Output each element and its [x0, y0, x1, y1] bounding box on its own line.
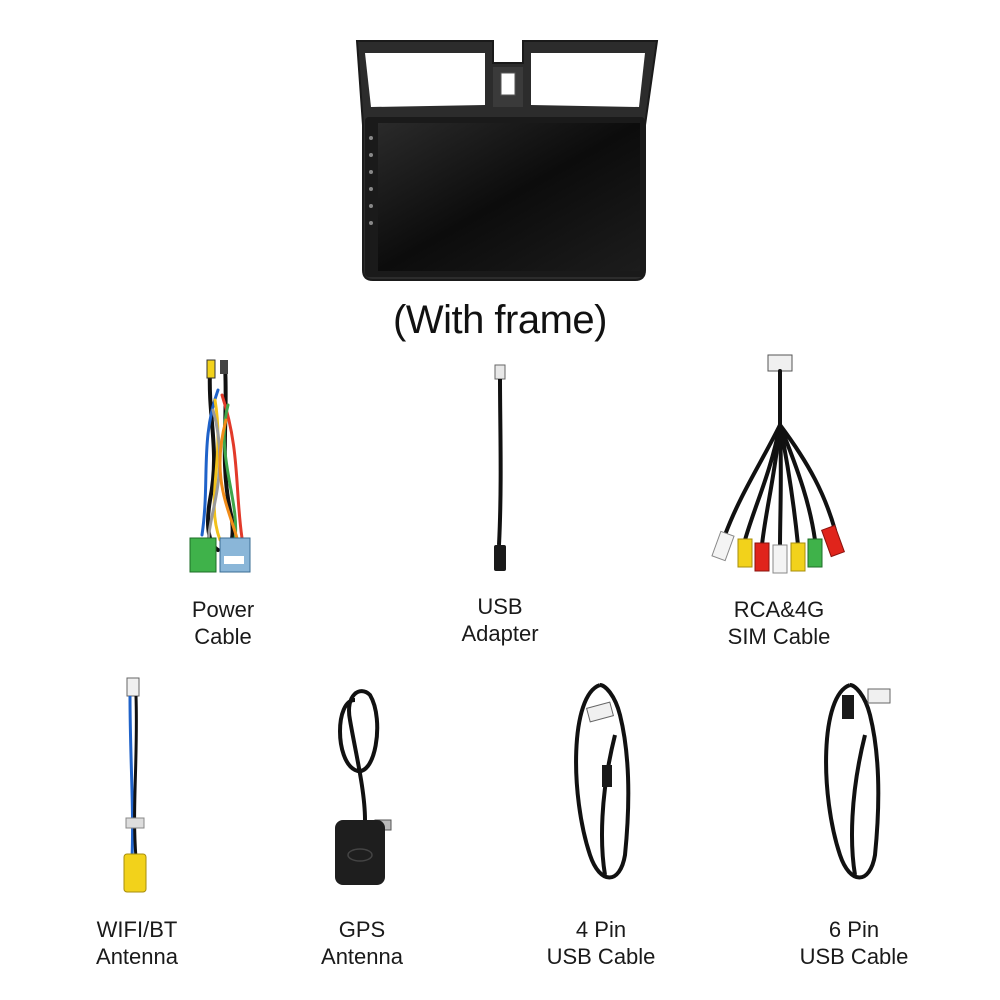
- rca-cable-line1: RCA&4G: [733, 597, 825, 622]
- usb-adapter-image: [494, 364, 506, 571]
- power-cable-line2: Cable: [194, 624, 252, 649]
- power-cable-image: [189, 359, 251, 573]
- usb-6pin-caption: 6 Pin USB Cable: [783, 916, 925, 970]
- usb-6pin-image: [824, 683, 891, 880]
- usb-adapter-caption: USB Adapter: [437, 593, 563, 647]
- usb-6pin-line1: 6 Pin: [828, 917, 880, 942]
- rca-cable-caption: RCA&4G SIM Cable: [700, 596, 858, 650]
- gps-antenna-caption: GPS Antenna: [299, 916, 425, 970]
- gps-antenna-line1: GPS: [338, 917, 386, 942]
- gps-antenna-image: [335, 689, 392, 885]
- head-unit-image: [355, 40, 659, 281]
- usb-adapter-line1: USB: [477, 594, 523, 619]
- wifi-antenna-line2: Antenna: [96, 944, 178, 969]
- usb-4pin-image: [574, 683, 631, 880]
- power-cable-caption: Power Cable: [160, 596, 286, 650]
- wifi-antenna-line1: WIFI/BT: [96, 917, 178, 942]
- usb-4pin-line2: USB Cable: [546, 944, 656, 969]
- gps-antenna-line2: Antenna: [321, 944, 403, 969]
- usb-4pin-line1: 4 Pin: [575, 917, 627, 942]
- rca-cable-image: [711, 354, 846, 574]
- rca-cable-line2: SIM Cable: [727, 624, 831, 649]
- wifi-antenna-caption: WIFI/BT Antenna: [74, 916, 200, 970]
- power-cable-line1: Power: [191, 597, 255, 622]
- usb-6pin-line2: USB Cable: [799, 944, 909, 969]
- usb-adapter-line2: Adapter: [461, 621, 539, 646]
- page-title: (With frame): [393, 298, 608, 342]
- usb-4pin-caption: 4 Pin USB Cable: [530, 916, 672, 970]
- wifi-antenna-image: [123, 677, 147, 893]
